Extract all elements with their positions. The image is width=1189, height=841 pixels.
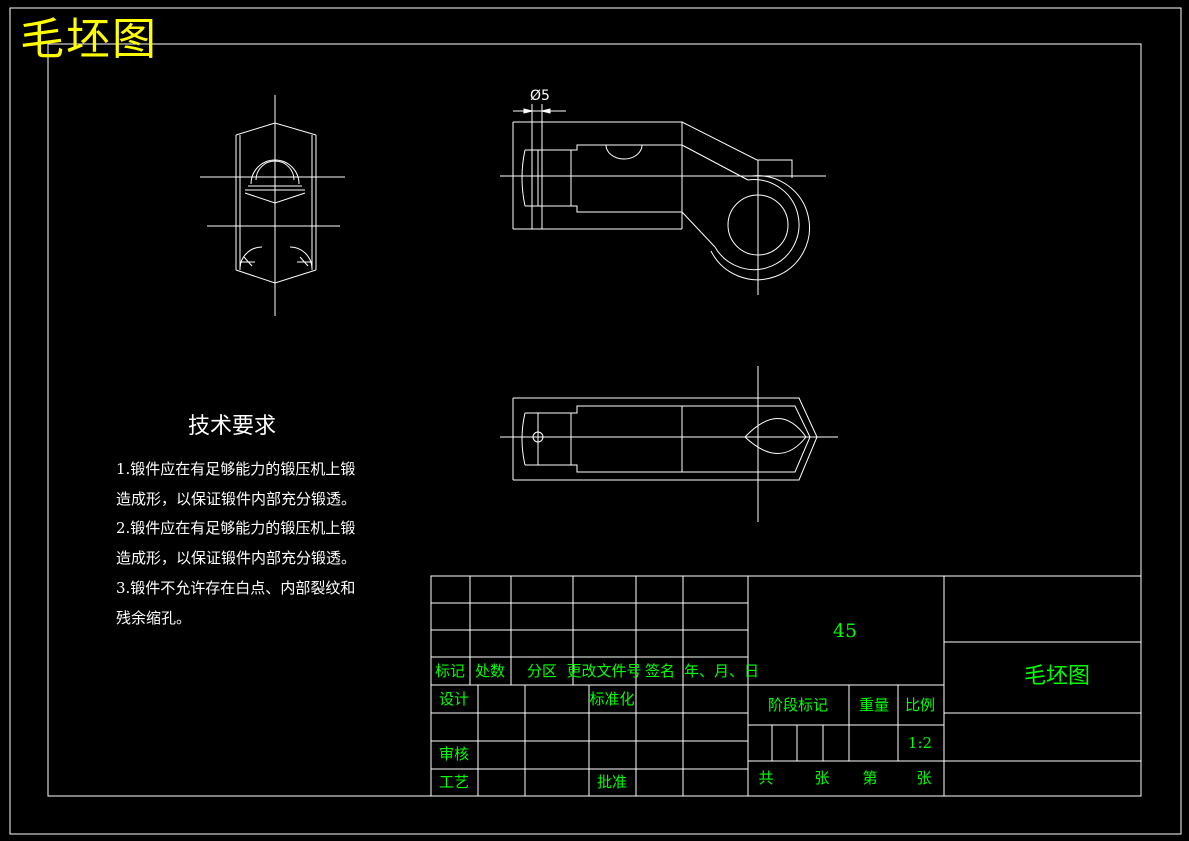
tech-requirement-line: 造成形，以保证锻件内部充分锻透。 bbox=[116, 490, 357, 508]
header-date: 年、月、日 bbox=[684, 662, 760, 680]
label-sheets-current: 张 bbox=[916, 769, 932, 787]
header-mark: 标记 bbox=[434, 662, 466, 680]
scale-value: 1:2 bbox=[907, 734, 933, 752]
label-standardization: 标准化 bbox=[589, 690, 635, 708]
dimension-label: Ø5 bbox=[530, 88, 550, 104]
label-review: 审核 bbox=[438, 745, 470, 763]
header-signature: 签名 bbox=[644, 662, 676, 680]
label-scale: 比例 bbox=[904, 696, 936, 714]
material-value: 45 bbox=[832, 620, 858, 642]
front-view bbox=[500, 104, 826, 295]
drawing-name: 毛坯图 bbox=[1023, 664, 1091, 689]
label-weight: 重量 bbox=[858, 696, 890, 714]
label-process: 工艺 bbox=[438, 773, 470, 791]
tech-requirement-line: 造成形，以保证锻件内部充分锻透。 bbox=[116, 549, 357, 567]
header-change-doc: 更改文件号 bbox=[566, 662, 642, 680]
tech-requirement-line: 1.锻件应在有足够能力的锻压机上锻 bbox=[116, 460, 356, 478]
tech-requirement-line: 2.锻件应在有足够能力的锻压机上锻 bbox=[116, 519, 356, 537]
label-stage-mark: 阶段标记 bbox=[767, 696, 829, 714]
sheet-border bbox=[9, 7, 1182, 835]
tech-requirements-title: 技术要求 bbox=[188, 414, 277, 439]
title-block-grid bbox=[430, 575, 1142, 797]
label-design: 设计 bbox=[438, 690, 470, 708]
label-sheet-no: 第 bbox=[862, 769, 878, 787]
tech-requirement-line: 3.锻件不允许存在白点、内部裂纹和 bbox=[116, 579, 356, 597]
drawing-title: 毛坯图 bbox=[20, 14, 158, 65]
tech-requirement-line: 残余缩孔。 bbox=[116, 609, 192, 627]
left-view bbox=[200, 95, 345, 316]
label-approve: 批准 bbox=[596, 773, 628, 791]
label-total: 共 bbox=[758, 769, 774, 787]
header-count: 处数 bbox=[474, 662, 506, 680]
header-zone: 分区 bbox=[526, 662, 558, 680]
top-view bbox=[500, 366, 838, 522]
label-sheets-total: 张 bbox=[814, 769, 830, 787]
